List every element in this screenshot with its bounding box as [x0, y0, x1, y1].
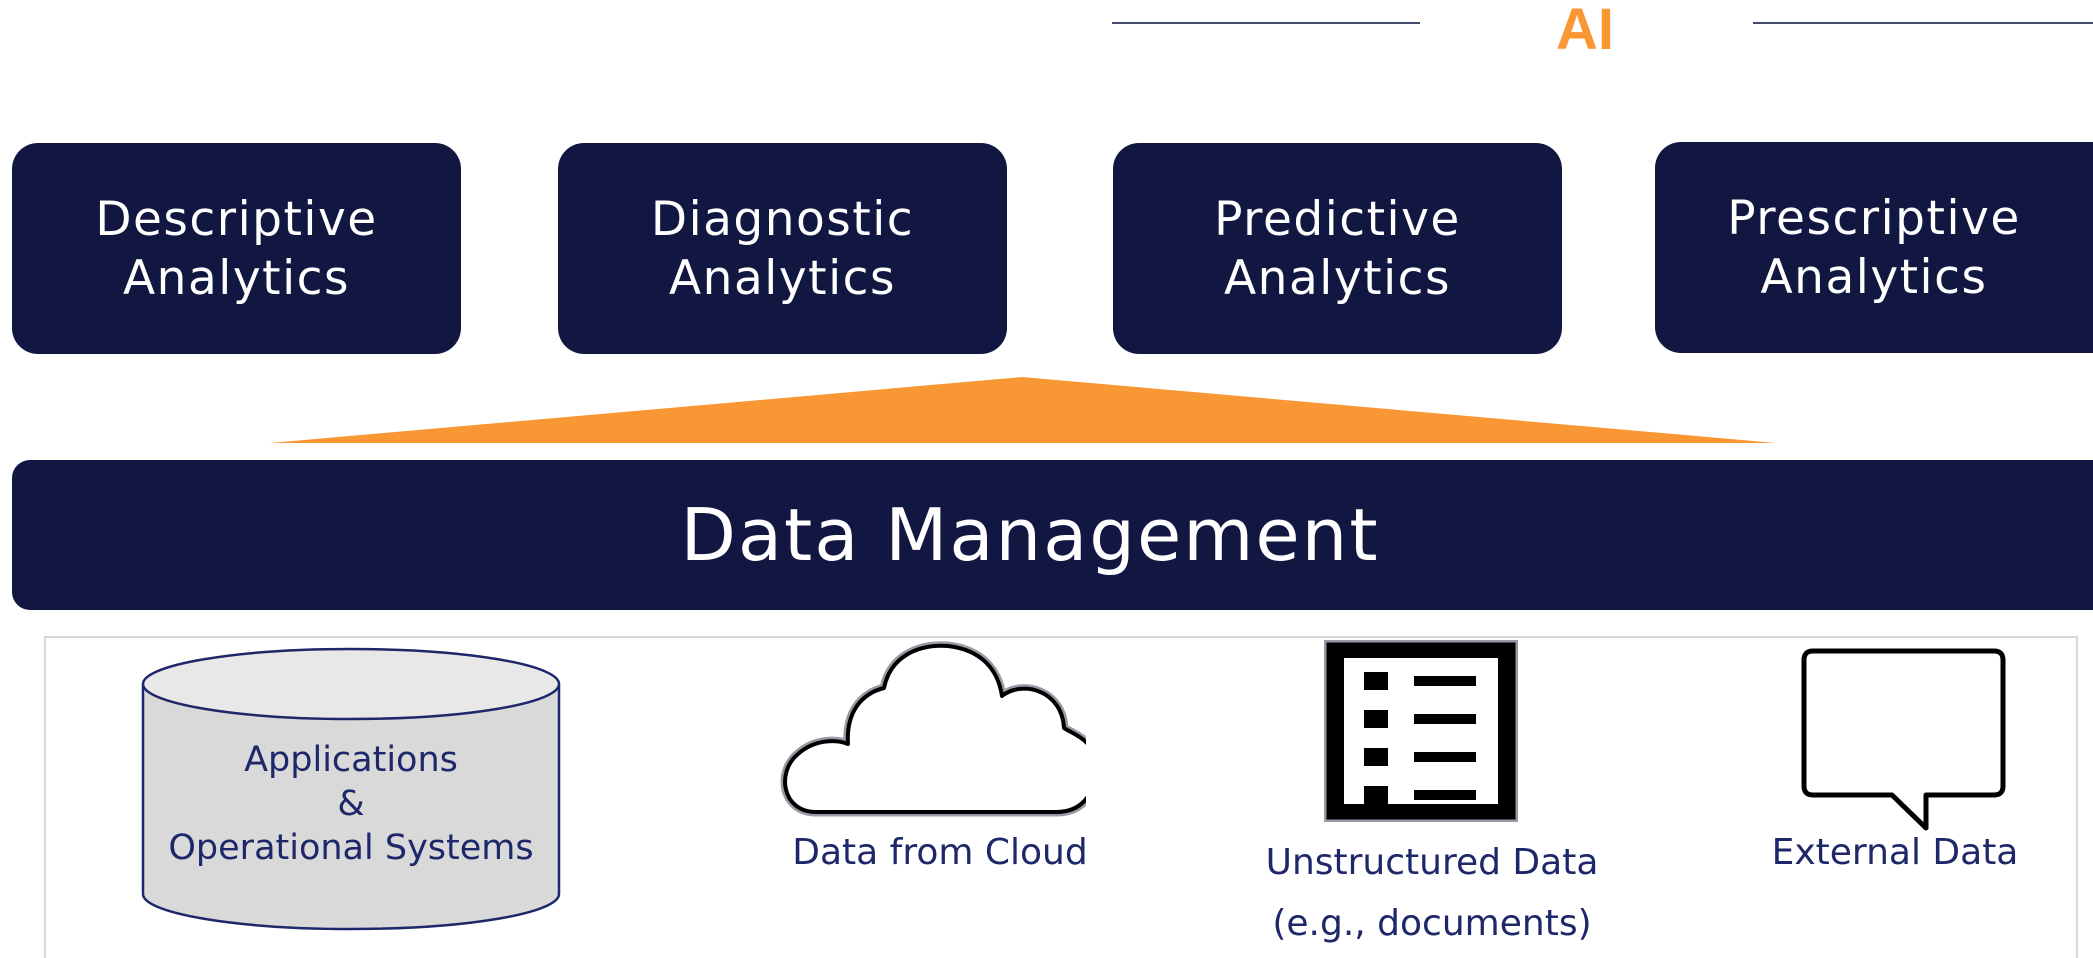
- speech-bubble-icon: [1801, 648, 2006, 831]
- diagnostic-line1: Diagnostic: [650, 191, 915, 247]
- cloud-label: Data from Cloud: [792, 832, 1088, 873]
- applications-line3: Operational Systems: [168, 828, 534, 868]
- applications-label: Applications & Operational Systems: [150, 738, 552, 870]
- orange-triangle-connector: [270, 377, 1776, 443]
- applications-line1: Applications: [244, 740, 458, 780]
- data-management-label: Data Management: [680, 493, 1380, 577]
- header-rule-right: [1753, 22, 2093, 24]
- applications-line2: &: [337, 784, 365, 824]
- header-rule-left: [1112, 22, 1420, 24]
- database-cylinder-icon: [141, 647, 561, 931]
- predictive-line2: Analytics: [1224, 250, 1451, 306]
- prescriptive-line1: Prescriptive: [1727, 190, 2021, 246]
- sources-panel: [44, 636, 2078, 958]
- unstructured-label: Unstructured Data (e.g., documents): [1232, 832, 1632, 954]
- unstructured-line1: Unstructured Data: [1265, 842, 1599, 883]
- descriptive-line2: Analytics: [123, 250, 350, 306]
- prescriptive-line2: Analytics: [1760, 249, 1988, 305]
- unstructured-line2: (e.g., documents): [1272, 903, 1592, 944]
- external-label: External Data: [1771, 832, 2019, 873]
- descriptive-line1: Descriptive: [95, 191, 378, 247]
- data-management-bar: Data Management: [12, 460, 2093, 610]
- predictive-line1: Predictive: [1214, 191, 1461, 247]
- cloud-icon: [780, 641, 1086, 817]
- document-list-icon: [1324, 640, 1518, 822]
- header-title: AI: [1556, 0, 1614, 62]
- diagnostic-line2: Analytics: [669, 250, 896, 306]
